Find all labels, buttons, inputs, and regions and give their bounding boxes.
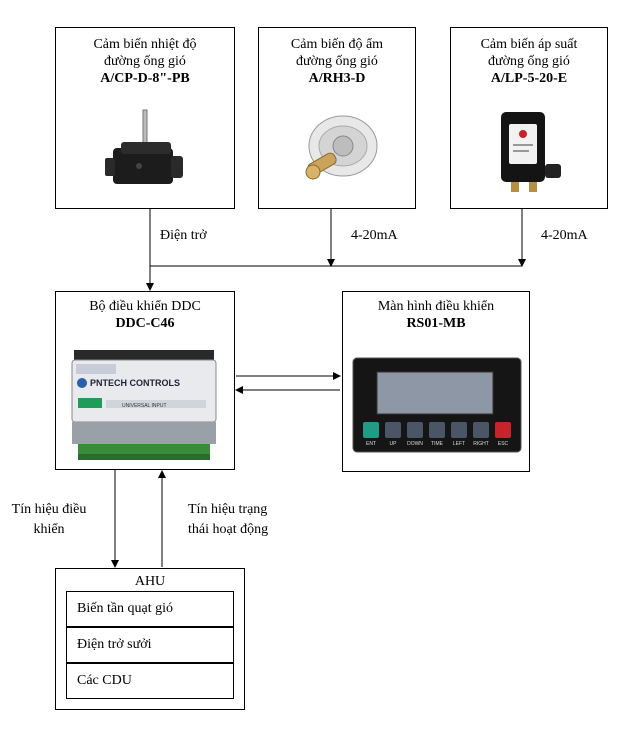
hmi-box: Màn hình điều khiển RS01-MB ENT UP DOWN … xyxy=(342,291,530,472)
hmi-key-ent: ENT xyxy=(366,441,376,447)
hmi-title: Màn hình điều khiển RS01-MB xyxy=(343,298,529,332)
pressure-sensor-image xyxy=(501,112,561,192)
status-signal-label: Tín hiệu trạng thái hoạt động xyxy=(188,500,268,540)
hmi-key-down: DOWN xyxy=(407,441,423,447)
control-signal-line1: Tín hiệu điều xyxy=(11,502,87,517)
temp-sensor-title: Cảm biến nhiệt độ đường ống gió A/CP-D-8… xyxy=(56,36,234,87)
ahu-item-heater: Điện trở sưởi xyxy=(66,627,234,663)
humidity-sensor-box: Cảm biến độ ẩm đường ống gió A/RH3-D xyxy=(258,27,416,209)
hmi-key-right: RIGHT xyxy=(473,441,489,447)
humidity-sensor-image xyxy=(305,115,378,180)
control-signal-line2: khiển xyxy=(33,522,65,537)
humidity-sensor-model: A/RH3-D xyxy=(308,71,366,86)
control-signal-label: Tín hiệu điều khiển xyxy=(4,500,94,540)
ddc-panel-text: UNIVERSAL INPUT xyxy=(122,403,167,409)
ahu-item-fan-inverter: Biến tần quạt gió xyxy=(66,591,234,627)
pressure-sensor-line1: Cảm biến áp suất xyxy=(480,37,578,52)
ddc-controller-image: PNTECH CONTROLS UNIVERSAL INPUT xyxy=(71,350,217,460)
ddc-model: DDC-C46 xyxy=(115,316,175,331)
temp-sensor-image xyxy=(105,109,183,184)
ahu-item-cdu: Các CDU xyxy=(66,663,234,699)
temp-sensor-model: A/CP-D-8"-PB xyxy=(100,71,190,86)
hmi-title-line: Màn hình điều khiển xyxy=(377,299,495,314)
pressure-sensor-title: Cảm biến áp suất đường ống gió A/LP-5-20… xyxy=(451,36,607,87)
pressure-signal-label: 4-20mA xyxy=(541,228,588,243)
ddc-title: Bộ điều khiển DDC DDC-C46 xyxy=(56,298,234,332)
temp-sensor-line2: đường ống gió xyxy=(104,54,186,69)
ahu-box: AHU Biến tần quạt gió Điện trở sưởi Các … xyxy=(55,568,245,710)
pressure-sensor-model: A/LP-5-20-E xyxy=(490,71,568,86)
hmi-key-left: LEFT xyxy=(453,441,465,447)
hmi-image: ENT UP DOWN TIME LEFT RIGHT ESC xyxy=(352,357,522,453)
humidity-sensor-title: Cảm biến độ ẩm đường ống gió A/RH3-D xyxy=(259,36,415,87)
pressure-sensor-line2: đường ống gió xyxy=(488,54,570,69)
ddc-brand-text: PNTECH CONTROLS xyxy=(90,378,180,388)
hmi-key-up: UP xyxy=(390,441,398,447)
hmi-keypad: ENT UP DOWN TIME LEFT RIGHT ESC xyxy=(363,422,511,447)
temp-sensor-box: Cảm biến nhiệt độ đường ống gió A/CP-D-8… xyxy=(55,27,235,209)
humidity-sensor-line1: Cảm biến độ ẩm xyxy=(290,37,384,52)
ddc-title-line: Bộ điều khiển DDC xyxy=(89,299,201,314)
status-signal-line2: thái hoạt động xyxy=(188,522,269,537)
hmi-key-esc: ESC xyxy=(498,441,509,447)
ddc-controller-box: Bộ điều khiển DDC DDC-C46 PNTECH CONTROL… xyxy=(55,291,235,470)
temp-sensor-line1: Cảm biến nhiệt độ xyxy=(93,37,197,52)
hmi-model: RS01-MB xyxy=(406,316,466,331)
temp-signal-label: Điện trở xyxy=(160,228,207,243)
hmi-key-time: TIME xyxy=(431,441,444,447)
humidity-sensor-line2: đường ống gió xyxy=(296,54,378,69)
pressure-sensor-box: Cảm biến áp suất đường ống gió A/LP-5-20… xyxy=(450,27,608,209)
ahu-title: AHU xyxy=(134,574,166,589)
humidity-signal-label: 4-20mA xyxy=(351,228,398,243)
status-signal-line1: Tín hiệu trạng xyxy=(188,502,268,517)
